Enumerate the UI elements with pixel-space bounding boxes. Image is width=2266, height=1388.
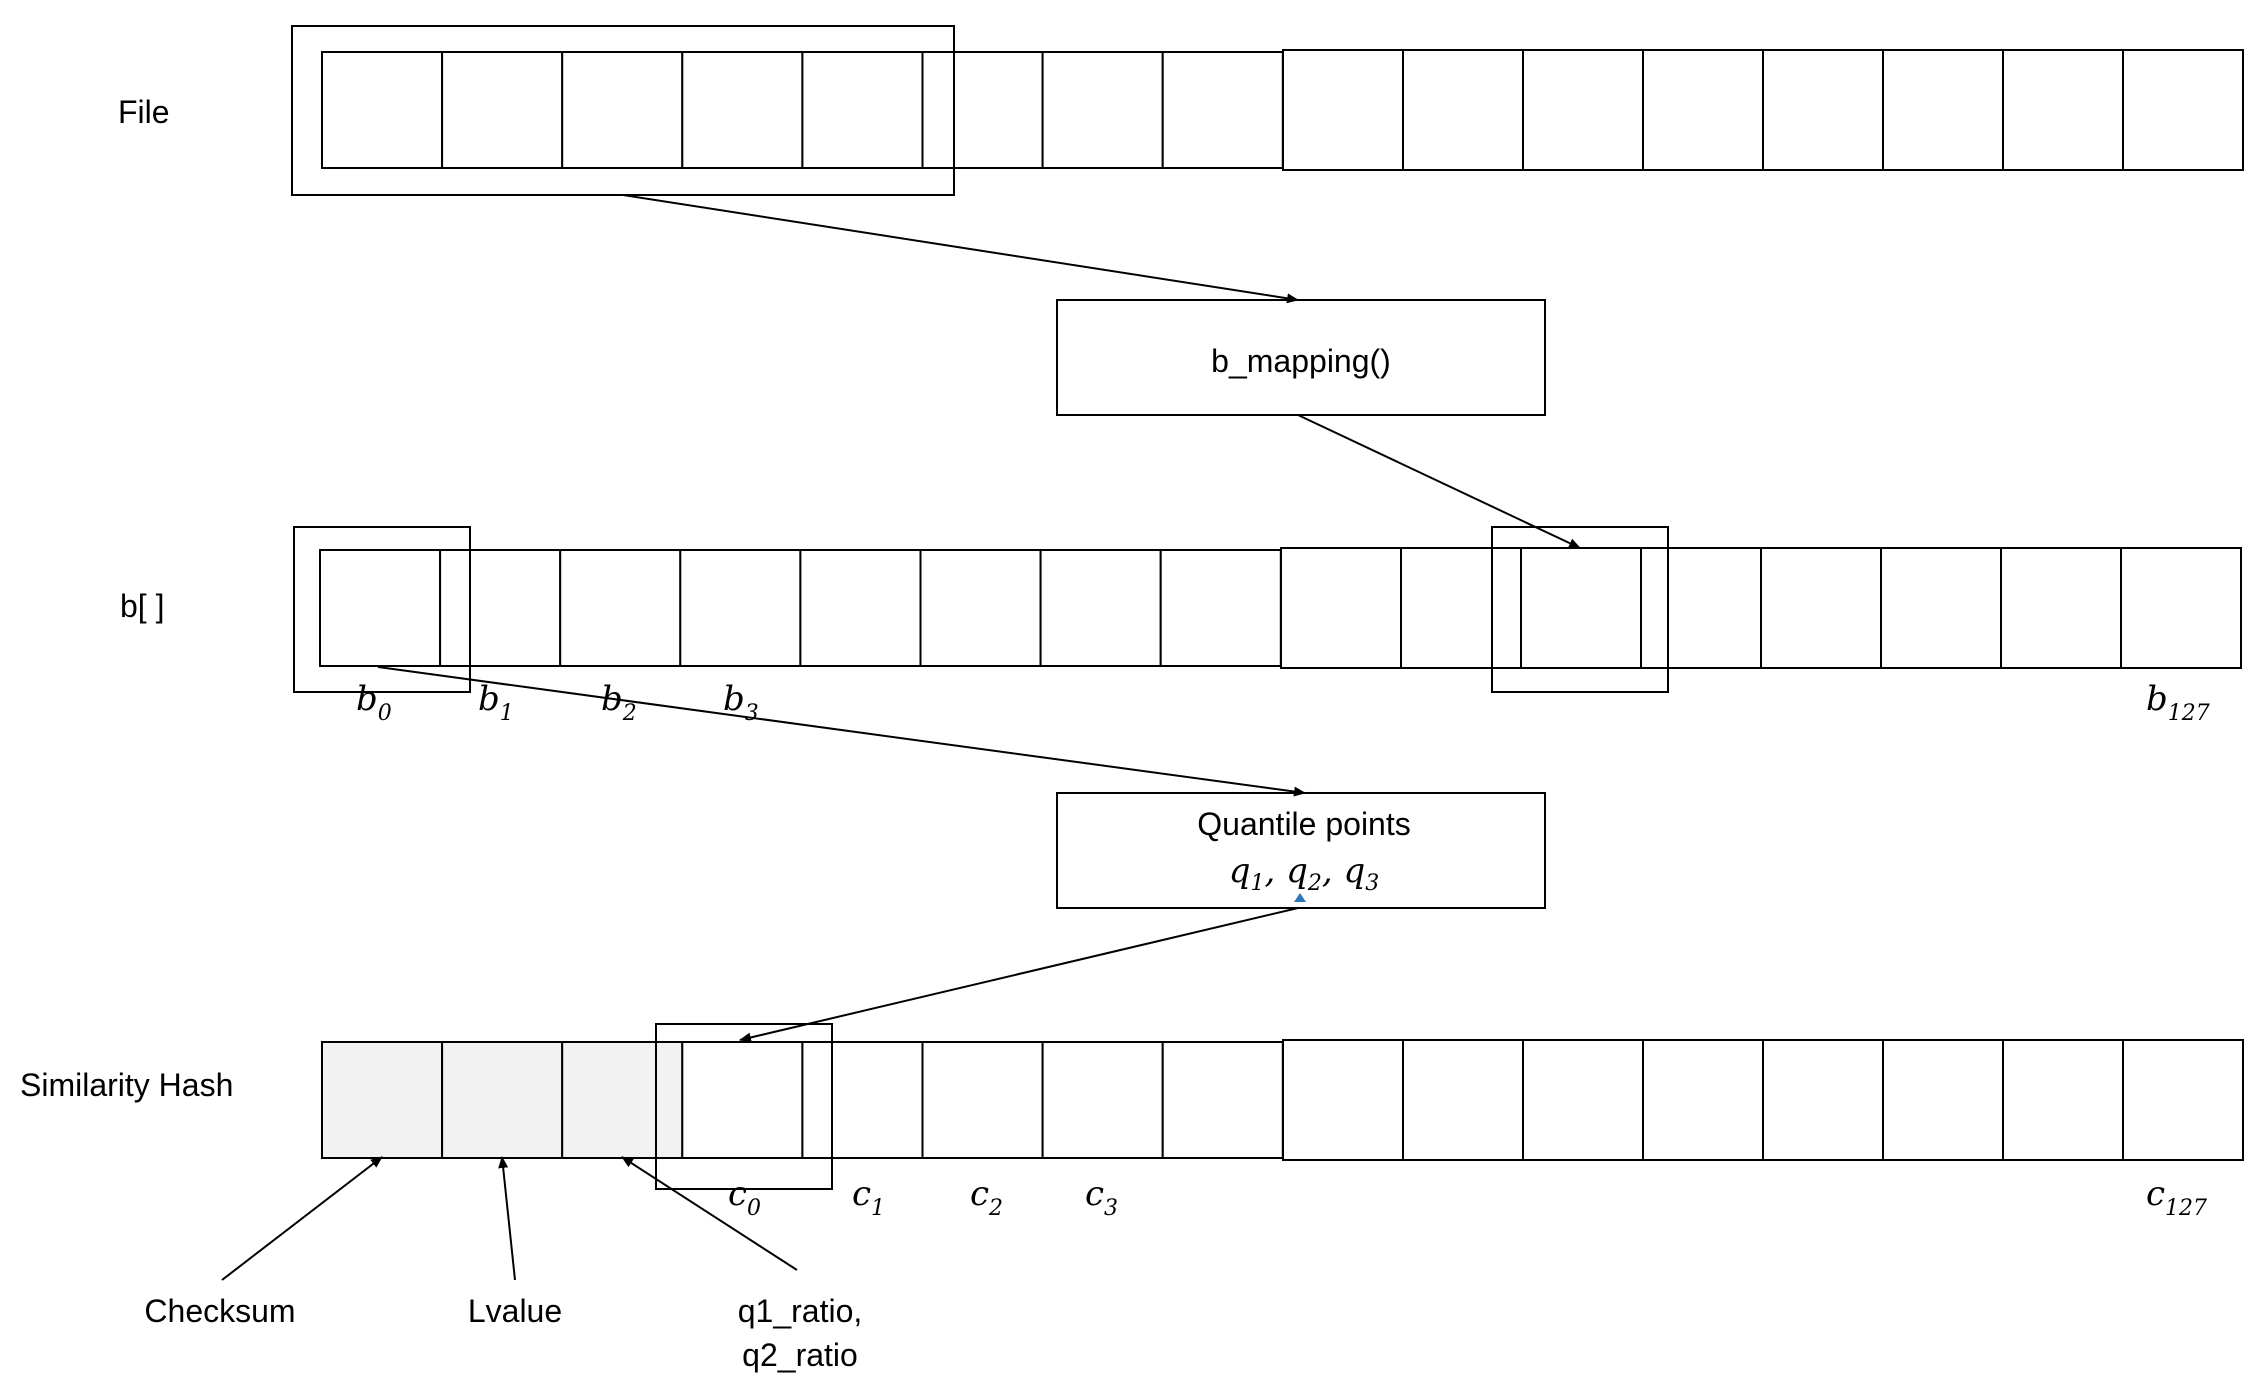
row-label-file: File (118, 94, 170, 130)
arrow-quantile-to-c0 (739, 907, 1299, 1043)
b-index-labels: b0 b1 b2 b3 b127 (356, 679, 2210, 726)
cursor-marker (1294, 893, 1306, 902)
similarity-hash-cell (1882, 1039, 2004, 1161)
c-index-0-label: c0 (728, 1174, 761, 1221)
b-array-cell (1760, 547, 1882, 669)
similarity-hash-cell (561, 1041, 684, 1159)
c0-highlight-box (655, 1023, 833, 1190)
file-byte-cell (801, 51, 924, 169)
lvalue-label: Lvalue (468, 1293, 562, 1329)
b-index-127-label: b127 (2146, 679, 2210, 726)
file-byte-cell (2002, 49, 2124, 171)
b-array-cell (1640, 547, 1762, 669)
b-array-cell (1280, 547, 1402, 669)
b-index-0-label: b0 (356, 679, 392, 726)
b-array-cell (679, 549, 802, 667)
file-byte-row (321, 49, 2244, 171)
b-array-row (319, 547, 2242, 669)
b-array-cell (1520, 547, 1642, 669)
arrow-window-to-b-mapping (622, 194, 1299, 304)
similarity-hash-cell (801, 1041, 924, 1159)
similarity-hash-cell (1041, 1041, 1164, 1159)
b-array-cell (1159, 549, 1282, 667)
file-byte-cell (1642, 49, 1764, 171)
similarity-hash-cell (2002, 1039, 2124, 1161)
row-label-b-array: b[ ] (120, 588, 164, 624)
arrow-lvalue-to-cell (498, 1156, 516, 1281)
b0-highlight-box (293, 526, 471, 693)
b-array-cell (799, 549, 922, 667)
b-array-cell (1400, 547, 1522, 669)
b-array-cell (1039, 549, 1162, 667)
file-byte-cell (1762, 49, 1884, 171)
c-index-127-label: c127 (2146, 1174, 2207, 1221)
c-index-3-label: c3 (1085, 1174, 1118, 1221)
b-index-3-label: b3 (723, 679, 759, 726)
similarity-hash-cell (1762, 1039, 1884, 1161)
file-byte-cell (1041, 51, 1164, 169)
quantile-formula: q1, q2, q3 (1229, 851, 1380, 896)
checksum-label: Checksum (144, 1293, 295, 1329)
q2-ratio-label: q2_ratio (742, 1337, 858, 1373)
q1-ratio-label: q1_ratio, (738, 1293, 863, 1329)
arrow-b-array-to-quantile (377, 666, 1306, 797)
b-target-highlight-box (1491, 526, 1669, 693)
similarity-hash-row (321, 1039, 2244, 1161)
b-array-cell (439, 549, 562, 667)
c-index-1-label: c1 (852, 1174, 885, 1221)
b-array-cell (319, 549, 442, 667)
b-index-1-label: b1 (478, 679, 514, 726)
b-array-cell (2000, 547, 2122, 669)
b-array-cell (559, 549, 682, 667)
similarity-hash-cell (1282, 1039, 1404, 1161)
c-index-2-label: c2 (970, 1174, 1003, 1221)
similarity-hash-cell (2122, 1039, 2244, 1161)
similarity-hash-cell (1642, 1039, 1764, 1161)
file-byte-cell (921, 51, 1044, 169)
file-byte-cell (1522, 49, 1644, 171)
arrow-b-mapping-to-b-array (1297, 414, 1581, 549)
b-mapping-box: b_mapping() (1056, 299, 1546, 416)
b-mapping-label: b_mapping() (1211, 343, 1391, 379)
file-byte-cell (1161, 51, 1284, 169)
file-byte-cell (2122, 49, 2244, 171)
similarity-hash-cell (321, 1041, 444, 1159)
quantile-points-label: Quantile points (1197, 806, 1410, 842)
file-byte-cell (1882, 49, 2004, 171)
b-array-cell (919, 549, 1042, 667)
file-byte-cell (1402, 49, 1524, 171)
file-byte-cell (561, 51, 684, 169)
file-byte-cell (1282, 49, 1404, 171)
file-byte-cell (321, 51, 444, 169)
similarity-hash-cell (1522, 1039, 1644, 1161)
row-label-similarity-hash: Similarity Hash (20, 1067, 233, 1103)
similarity-hash-cell (1161, 1041, 1284, 1159)
b-array-cell (2120, 547, 2242, 669)
b-index-2-label: b2 (601, 679, 637, 726)
similarity-hash-cell (921, 1041, 1044, 1159)
quantile-points-box: Quantile points q1, q2, q3 (1056, 792, 1546, 909)
arrow-checksum-to-cell (221, 1156, 383, 1281)
file-byte-cell (441, 51, 564, 169)
file-byte-cell (681, 51, 804, 169)
similarity-hash-cell (441, 1041, 564, 1159)
similarity-hash-cell (1402, 1039, 1524, 1161)
c-index-labels: c0 c1 c2 c3 c127 (728, 1174, 2207, 1221)
b-array-cell (1880, 547, 2002, 669)
arrow-ratio-to-cell (621, 1156, 798, 1271)
similarity-hash-cell (681, 1041, 804, 1159)
